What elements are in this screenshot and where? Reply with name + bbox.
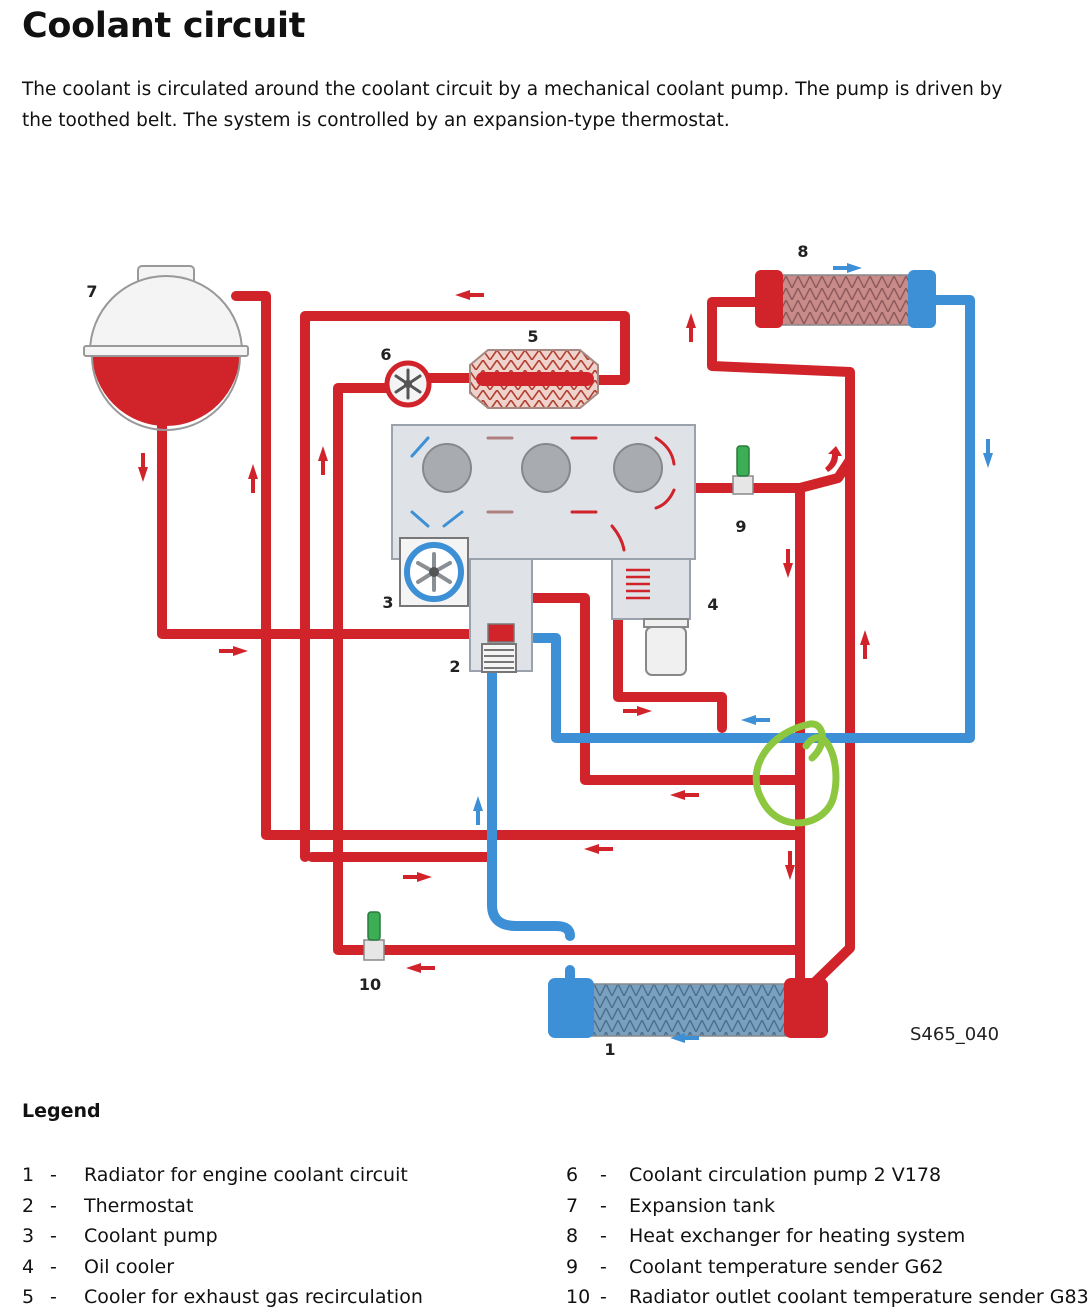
legend-number: 9 (566, 1255, 579, 1278)
pipe-oil-cooler-return (613, 585, 727, 733)
expansion-tank (83, 265, 249, 431)
pipe-left-outer (300, 311, 630, 862)
legend-number: 3 (22, 1225, 35, 1248)
legend-text: Radiator outlet coolant temperature send… (629, 1286, 1089, 1309)
legend-number: 10 (566, 1286, 591, 1309)
callout-1: 1 (604, 1040, 615, 1059)
heater-flow-arrow (833, 263, 862, 273)
legend-text: Cooler for exhaust gas recirculation (84, 1286, 423, 1309)
coolant-circuit-diagram: 1 2 3 4 5 6 7 8 9 10 (83, 242, 993, 1059)
legend-item: 9-Coolant temperature sender G62 (566, 1255, 944, 1278)
flow-arrows-hot (138, 290, 870, 973)
legend-item: 4-Oil cooler (22, 1255, 175, 1278)
legend-item: 2-Thermostat (22, 1194, 194, 1217)
annotation-circle (752, 720, 840, 827)
legend-number: 5 (22, 1286, 35, 1309)
legend-text: Oil cooler (84, 1255, 175, 1278)
callout-7: 7 (86, 282, 97, 301)
legend-number: 1 (22, 1164, 35, 1187)
callout-2: 2 (449, 657, 460, 676)
legend-number: 8 (566, 1225, 579, 1248)
temperature-sender-10 (363, 911, 385, 961)
pipe-heater-right-down (807, 455, 855, 990)
flow-arrows-cold (473, 439, 993, 825)
legend-heading: Legend (22, 1100, 101, 1122)
pipe-heater-return (529, 295, 975, 743)
thermostat-housing (469, 558, 533, 673)
legend-number: 4 (22, 1255, 35, 1278)
legend-item: 6-Coolant circulation pump 2 V178 (566, 1164, 942, 1187)
circulation-pump-6 (384, 360, 432, 408)
pipe-thermostat-to-radiator (487, 663, 575, 941)
egr-cooler (469, 349, 599, 409)
legend-column-right: 6-Coolant circulation pump 2 V178 7-Expa… (566, 1160, 1089, 1313)
legend-text: Expansion tank (629, 1194, 776, 1217)
legend-text: Heat exchanger for heating system (629, 1225, 966, 1248)
legend-text: Coolant temperature sender G62 (629, 1255, 944, 1278)
radiator-flow-arrow (670, 1033, 699, 1043)
legend-item: 1-Radiator for engine coolant circuit (22, 1164, 408, 1187)
callout-10: 10 (359, 975, 381, 994)
legend-text: Thermostat (84, 1194, 194, 1217)
pipe-tank-to-thermostat (157, 415, 497, 639)
heater-heat-exchanger (755, 270, 936, 328)
callout-4: 4 (707, 595, 718, 614)
pipe-heater-feed (707, 297, 855, 493)
page-title: Coolant circuit (22, 6, 306, 46)
callout-5: 5 (527, 327, 538, 346)
intro-paragraph: The coolant is circulated around the coo… (22, 79, 1003, 131)
engine-block (391, 424, 696, 560)
callout-6: 6 (380, 345, 391, 364)
pipe-tank-return (231, 291, 805, 840)
figure-code: S465_040 (910, 1024, 1000, 1045)
oil-cooler (611, 558, 691, 676)
legend-item: 10-Radiator outlet coolant temperature s… (566, 1286, 1089, 1309)
legend-item: 3-Coolant pump (22, 1225, 218, 1248)
legend-item: 8-Heat exchanger for heating system (566, 1225, 966, 1248)
legend-item: 7-Expansion tank (566, 1194, 776, 1217)
legend-text: Coolant pump (84, 1225, 218, 1248)
callout-8: 8 (797, 242, 808, 261)
coolant-pump-3 (399, 537, 469, 607)
legend-column-left: 1-Radiator for engine coolant circuit 2-… (22, 1160, 423, 1313)
radiator (548, 978, 828, 1038)
callout-9: 9 (735, 517, 746, 536)
legend-number: 2 (22, 1194, 35, 1217)
legend-item: 5-Cooler for exhaust gas recirculation (22, 1286, 423, 1309)
callout-3: 3 (382, 593, 393, 612)
pipe-pump6-down (333, 383, 805, 955)
legend-text: Radiator for engine coolant circuit (84, 1164, 408, 1187)
temperature-sender-9 (732, 445, 754, 495)
legend-text: Coolant circulation pump 2 V178 (629, 1164, 942, 1187)
legend-number: 7 (566, 1194, 579, 1217)
legend-number: 6 (566, 1164, 579, 1187)
